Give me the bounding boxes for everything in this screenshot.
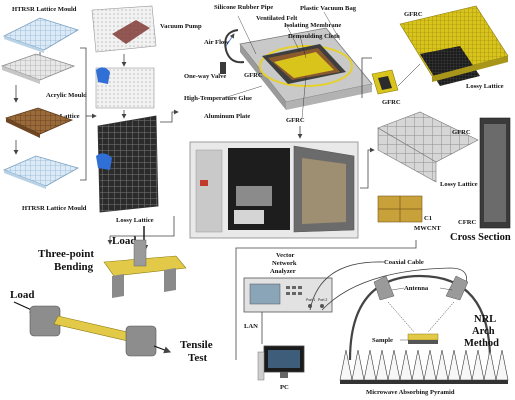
load-top-label: Load xyxy=(112,235,136,247)
oven-indicator-icon xyxy=(200,180,208,186)
gfrc-label-a: GFRC xyxy=(244,72,263,79)
lossy-lattice-panel xyxy=(97,115,159,213)
load-left-label: Load xyxy=(10,289,34,301)
vacuum-bagging-schematic: Silicone Rubber Pipe Vacuum Pump Air Flo… xyxy=(160,4,373,124)
three-point-label-2: Bending xyxy=(54,261,94,273)
gfrc-label-b: GFRC xyxy=(286,117,305,124)
support-right xyxy=(164,268,176,292)
arch-frame xyxy=(348,274,492,361)
one-way-valve-icon xyxy=(220,62,226,74)
panel-cross-section: GFRC Lossy Lattice C1 MWCNT CFRC Cross S… xyxy=(377,111,511,243)
lossy-lattice-photo-label: Lossy Lattice xyxy=(116,217,154,224)
acrylic-mould-label: Acrylic Mould xyxy=(46,92,87,99)
port2-connector-icon xyxy=(320,304,324,308)
antenna-left-icon xyxy=(373,275,395,301)
method-label-3: Method xyxy=(464,338,499,349)
loading-nose xyxy=(133,239,147,267)
lattice-photos: Lossy Lattice xyxy=(91,5,179,224)
vacuum-pump-label: Vacuum Pump xyxy=(160,23,202,30)
tensile-label-2: Test xyxy=(188,352,207,364)
absorbing-pyramids xyxy=(339,349,509,381)
isolating-membrane-label: Isolating Membrane xyxy=(284,22,341,29)
air-flow-label: Air Flow xyxy=(204,39,229,46)
grip-right xyxy=(125,325,157,357)
plastic-bag-label: Plastic Vacuum Bag xyxy=(300,5,357,12)
method-label-1: NRL xyxy=(474,314,496,325)
tensile-specimen xyxy=(53,315,137,343)
cross-section-lossy-label: Lossy Lattice xyxy=(440,181,478,188)
lossy-lattice-label: Lossy Lattice xyxy=(466,83,504,90)
nrl-arch-setup: Vector Network Analyzer Port 1 Port 2 LA… xyxy=(235,240,509,396)
antenna-right-icon xyxy=(445,275,469,301)
port2-label: Port 2 xyxy=(318,298,327,302)
vna-label-3: Analyzer xyxy=(270,268,296,275)
high-temp-glue-ring xyxy=(259,45,353,87)
demoulding-cloth-label: Demoulding Cloth xyxy=(288,33,340,40)
vna-label-1: Vector xyxy=(276,252,295,259)
antenna-label: Antenna xyxy=(404,285,429,292)
gfrc-left-label: GFRC xyxy=(382,99,401,106)
support-left xyxy=(112,274,124,298)
tensile-label-1: Tensile xyxy=(180,339,213,351)
vna-label-2: Network xyxy=(272,260,297,267)
glove-icon xyxy=(96,153,112,170)
high-temp-glue-label: High-Temperature Glue xyxy=(184,95,252,102)
mechanical-tests: Load Three-point Bending Load Tensile Te… xyxy=(10,216,213,364)
sandwich-structure: GFRC GFRC Lossy Lattice xyxy=(371,5,509,106)
lan-label: LAN xyxy=(244,323,258,330)
pc-label: PC xyxy=(280,384,289,391)
htrsr-mould-label-top: HTRSR Lattice Mould xyxy=(12,6,77,13)
cross-section-gfrc-label: GFRC xyxy=(452,129,471,136)
silicone-pipe xyxy=(224,29,245,64)
mould-column: HTRSR Lattice Mould Acrylic Mould Lossy … xyxy=(0,6,97,212)
mwcnt-label: MWCNT xyxy=(414,225,441,232)
gfrc-layer xyxy=(274,52,334,78)
sample-label: Sample xyxy=(372,337,393,344)
ventilated-felt-label: Ventilated Felt xyxy=(256,15,298,22)
htrsr-mould-label-bottom: HTRSR Lattice Mould xyxy=(22,205,87,212)
port1-label: Port 1 xyxy=(306,298,315,302)
acrylic-mould xyxy=(0,53,76,81)
three-point-label-1: Three-point xyxy=(38,248,94,260)
method-label-2: Arch xyxy=(472,326,495,337)
aluminum-plate-label: Aluminum Plate xyxy=(204,113,250,120)
sample-plate xyxy=(407,333,439,341)
htrsr-mould-bottom xyxy=(2,155,80,187)
silicone-pipe-label: Silicone Rubber Pipe xyxy=(214,4,273,11)
htrsr-mould-top xyxy=(2,17,79,51)
pc-tower xyxy=(257,351,265,381)
one-way-valve-label: One-way Valve xyxy=(184,73,226,80)
cross-section-title: Cross Section xyxy=(450,232,511,243)
oven-photo xyxy=(189,141,359,239)
lossy-lattice-sheet xyxy=(4,107,74,135)
cfrc-label: CFRC xyxy=(458,219,477,226)
c1-label: C1 xyxy=(424,215,432,222)
vna-screen xyxy=(249,283,281,305)
coaxial-label: Coaxial Cable xyxy=(384,259,424,266)
pyramid-label: Microwave Absorbing Pyramid xyxy=(366,389,455,396)
glove-icon xyxy=(96,67,110,84)
gfrc-top-label: GFRC xyxy=(404,11,423,18)
